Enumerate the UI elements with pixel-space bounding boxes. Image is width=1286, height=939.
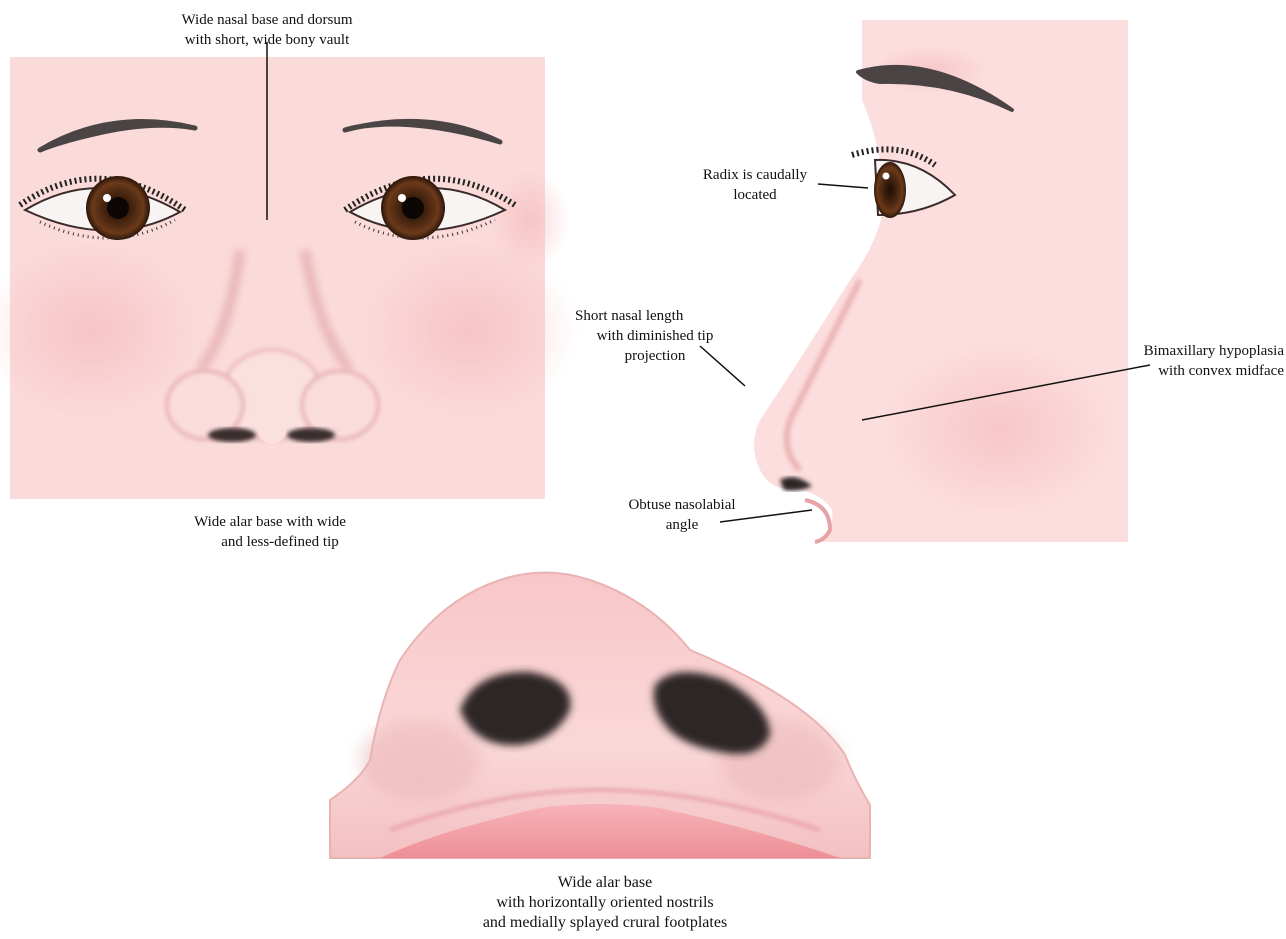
short-nasal-label: Short nasal length with diminished tip p…: [575, 306, 735, 366]
radix-label-line2: located: [685, 185, 825, 205]
basal-bottom-label-line3: and medially splayed crural footplates: [460, 913, 750, 933]
short-nasal-label-line2: with diminished tip: [575, 326, 735, 346]
short-nasal-label-line3: projection: [575, 346, 735, 366]
basal-view-panel: [330, 573, 870, 859]
bimaxillary-label-line1: Bimaxillary hypoplasia: [1100, 341, 1284, 361]
front-bottom-label: Wide alar base with wide and less-define…: [170, 512, 370, 552]
front-top-label-line1: Wide nasal base and dorsum: [162, 10, 372, 30]
profile-cheek-blush: [880, 340, 1120, 520]
profile-lip: [805, 500, 830, 542]
left-eye-highlight: [103, 194, 111, 202]
front-top-label-line2: with short, wide bony vault: [162, 30, 372, 50]
front-view-panel: [0, 42, 580, 499]
temple-blush-right: [490, 170, 570, 270]
front-bottom-label-line1: Wide alar base with wide: [170, 512, 370, 532]
bimaxillary-label: Bimaxillary hypoplasia with convex midfa…: [1100, 341, 1284, 381]
basal-bottom-label: Wide alar base with horizontally oriente…: [460, 873, 750, 933]
front-columella: [258, 416, 286, 444]
obtuse-label-line1: Obtuse nasolabial: [612, 495, 752, 515]
profile-view-panel: [700, 20, 1150, 542]
radix-label: Radix is caudally located: [685, 165, 825, 205]
front-right-nostril: [287, 428, 335, 442]
radix-label-line1: Radix is caudally: [685, 165, 825, 185]
front-bottom-label-line2: and less-defined tip: [170, 532, 370, 552]
profile-eye-highlight: [883, 173, 890, 180]
left-pupil: [107, 197, 129, 219]
obtuse-label-line2: angle: [612, 515, 752, 535]
profile-iris: [874, 162, 906, 218]
right-pupil: [402, 197, 424, 219]
basal-shadow-left: [360, 720, 480, 800]
basal-bottom-label-line1: Wide alar base: [460, 873, 750, 893]
obtuse-label: Obtuse nasolabial angle: [612, 495, 752, 535]
right-cheek-blush: [360, 240, 580, 420]
short-nasal-label-line1: Short nasal length: [575, 306, 735, 326]
basal-bottom-label-line2: with horizontally oriented nostrils: [460, 893, 750, 913]
front-top-label: Wide nasal base and dorsum with short, w…: [162, 10, 372, 50]
right-eye-highlight: [398, 194, 406, 202]
front-left-nostril: [208, 428, 256, 442]
bimaxillary-label-line2: with convex midface: [1100, 361, 1284, 381]
radix-leader-line: [818, 184, 868, 188]
